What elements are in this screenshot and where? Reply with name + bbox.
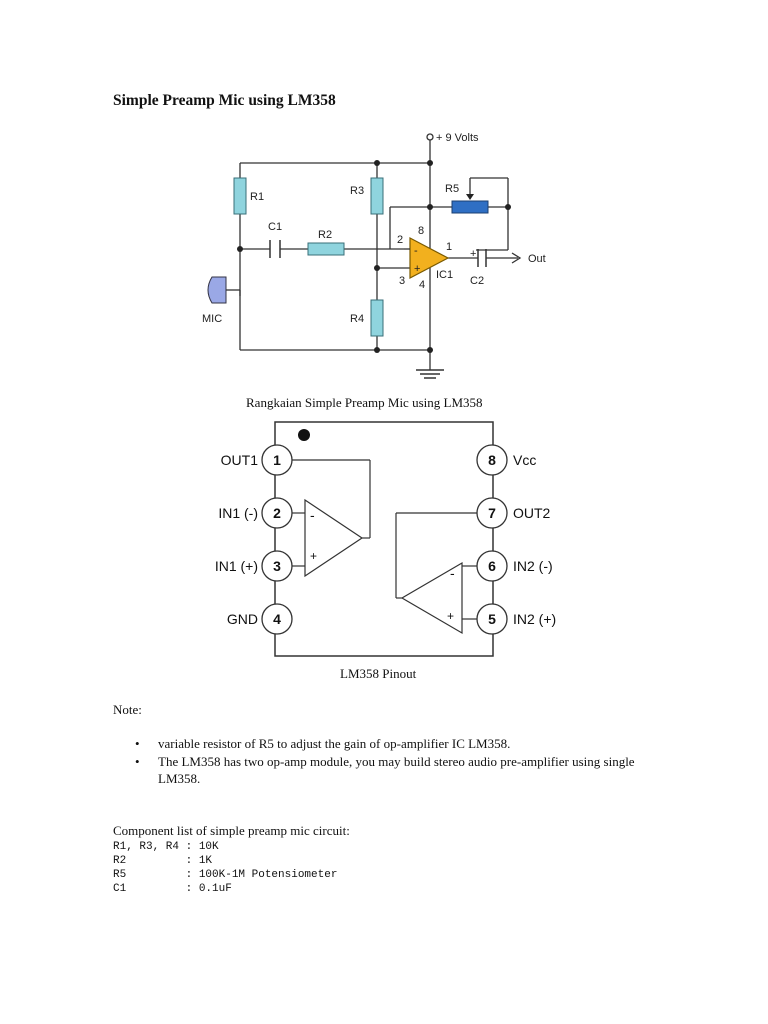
pin-number: 6 <box>488 558 496 574</box>
r5-potentiometer <box>451 200 489 214</box>
pin4-label: 4 <box>419 279 425 291</box>
opamp-minus: - <box>414 245 418 257</box>
r3-resistor <box>370 177 384 215</box>
component-list-title: Component list of simple preamp mic circ… <box>113 823 350 838</box>
r2-resistor <box>307 242 345 256</box>
pin3-label: 3 <box>399 275 405 287</box>
pin-number: 4 <box>273 611 281 627</box>
opamp2-minus: - <box>450 565 455 581</box>
pin1-label: 1 <box>446 241 452 253</box>
c2-plus-label: + <box>470 248 476 260</box>
pin-number: 7 <box>488 505 496 521</box>
list-item: The LM358 has two op-amp module, you may… <box>113 753 653 787</box>
note-label: Note: <box>113 702 142 717</box>
pin8-label: 8 <box>418 225 424 237</box>
pin1-marker-dot <box>298 429 310 441</box>
c2-label: C2 <box>470 275 484 287</box>
circuit-schematic: + 9 Volts R1 R3 R4 R2 R5 C1 C2 + MIC IC1… <box>202 132 546 379</box>
pinout-diagram: - + - + 1 2 3 4 8 7 6 5 OUT1 IN1 (-) IN1… <box>215 421 556 657</box>
opamp1-plus: + <box>310 549 317 563</box>
supply-label: + 9 Volts <box>436 132 479 144</box>
out-label: Out <box>528 253 546 265</box>
pin-label: IN1 (+) <box>215 558 258 574</box>
mic-icon <box>207 276 227 304</box>
pinout-caption: LM358 Pinout <box>340 666 417 681</box>
page-title: Simple Preamp Mic using LM358 <box>113 92 336 109</box>
component-row: R1, R3, R4 : 10K <box>113 841 219 853</box>
pin-label: OUT2 <box>513 505 551 521</box>
pin-number: 5 <box>488 611 496 627</box>
pin-label: IN2 (+) <box>513 611 556 627</box>
list-item: variable resistor of R5 to adjust the ga… <box>113 735 653 752</box>
pin-label: Vcc <box>513 452 536 468</box>
component-row: R5 : 100K-1M Potensiometer <box>113 869 338 881</box>
ic-label: IC1 <box>436 269 453 281</box>
r4-resistor <box>370 299 384 337</box>
pin-label: GND <box>227 611 258 627</box>
circuit-caption: Rangkaian Simple Preamp Mic using LM358 <box>246 395 483 410</box>
r3-label: R3 <box>350 185 364 197</box>
opamp-plus: + <box>414 263 420 275</box>
r1-resistor <box>233 177 247 215</box>
pin-label: IN2 (-) <box>513 558 553 574</box>
pin-label: IN1 (-) <box>218 505 258 521</box>
pin-number: 8 <box>488 452 496 468</box>
pin-label: OUT1 <box>221 452 259 468</box>
mic-label: MIC <box>202 313 222 325</box>
note-list: variable resistor of R5 to adjust the ga… <box>113 735 653 788</box>
pin-number: 2 <box>273 505 281 521</box>
pin-number: 3 <box>273 558 281 574</box>
r1-label: R1 <box>250 191 264 203</box>
r5-label: R5 <box>445 183 459 195</box>
r4-label: R4 <box>350 313 364 325</box>
pin2-label: 2 <box>397 234 403 246</box>
pin-number: 1 <box>273 452 281 468</box>
component-row: C1 : 0.1uF <box>113 883 232 895</box>
opamp2-plus: + <box>447 609 454 623</box>
component-row: R2 : 1K <box>113 855 213 867</box>
opamp-symbol <box>409 237 450 279</box>
r2-label: R2 <box>318 229 332 241</box>
opamp1-minus: - <box>310 507 315 523</box>
c1-label: C1 <box>268 221 282 233</box>
component-list: R1, R3, R4 : 10K R2 : 1K R5 : 100K-1M Po… <box>113 840 337 896</box>
